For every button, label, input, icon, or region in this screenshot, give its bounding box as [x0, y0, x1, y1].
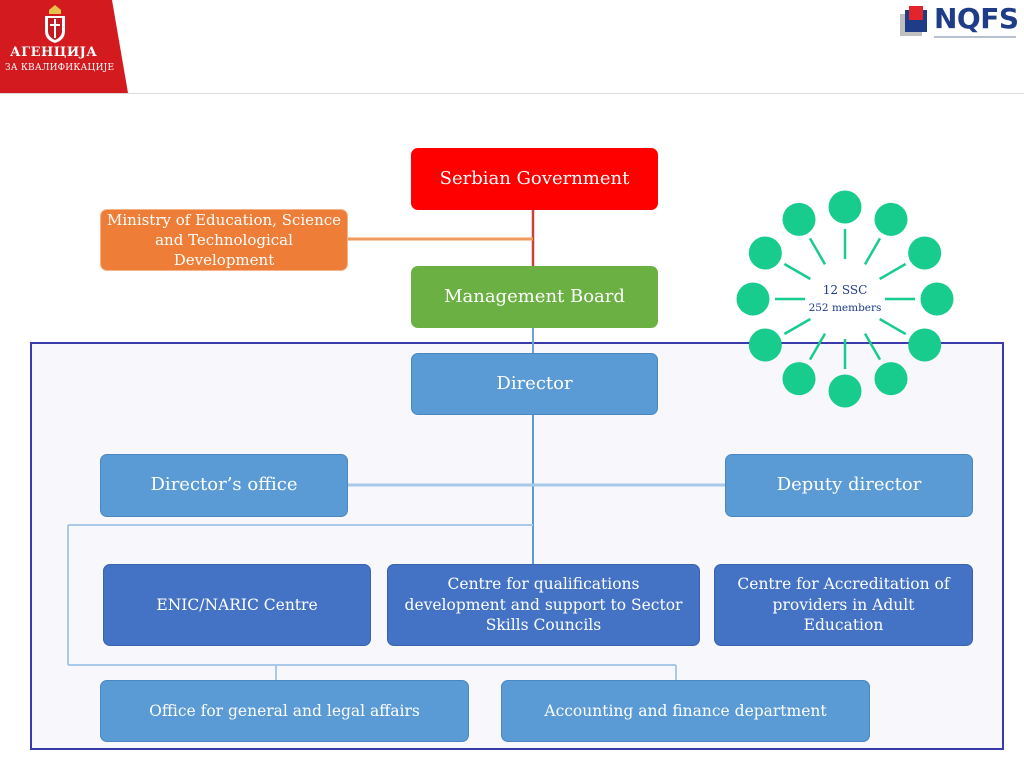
nqfs-logo[interactable]: NQFS — [898, 2, 1019, 44]
agency-subtitle: ЗА КВАЛИФИКАЦИЈЕ — [5, 63, 115, 73]
nqfs-mark-icon — [900, 6, 927, 36]
ssc-node — [828, 190, 862, 224]
qualifications-centre-box: Centre for qualifications development an… — [387, 564, 700, 646]
nqfs-tagline-line — [934, 36, 1016, 38]
management-board-box: Management Board — [411, 266, 658, 328]
header: АГЕНЦИЈА ЗА КВАЛИФИКАЦИЈЕ NQFS — [0, 0, 1024, 94]
ssc-node — [782, 362, 816, 396]
ssc-node — [782, 202, 816, 236]
ssc-node — [828, 374, 862, 408]
directors-office-box: Director’s office — [100, 454, 348, 517]
ssc-node — [874, 202, 908, 236]
ssc-node — [748, 328, 782, 362]
general-legal-office-box: Office for general and legal affairs — [100, 680, 469, 742]
ssc-spoke — [863, 333, 882, 361]
deputy-director-box: Deputy director — [725, 454, 973, 517]
ssc-spoke — [783, 317, 811, 336]
ssc-spoke — [863, 237, 882, 265]
ministry-box: Ministry of Education, Science and Techn… — [100, 209, 348, 271]
ssc-node — [874, 362, 908, 396]
ssc-spoke — [879, 262, 907, 281]
header-divider — [0, 93, 1024, 94]
serbian-government-box: Serbian Government — [411, 148, 658, 210]
ssc-spoke — [808, 333, 827, 361]
accounting-department-box: Accounting and finance department — [501, 680, 870, 742]
director-box: Director — [411, 353, 658, 415]
ssc-spoke — [879, 317, 907, 336]
agency-logo[interactable]: АГЕНЦИЈА ЗА КВАЛИФИКАЦИЈЕ — [0, 0, 128, 93]
ssc-spoke — [783, 262, 811, 281]
enic-naric-centre-box: ENIC/NARIC Centre — [103, 564, 371, 646]
ssc-members-label: 252 members — [808, 302, 882, 314]
sector-skills-councils-ring — [736, 190, 954, 408]
serbian-coat-of-arms-icon — [45, 5, 65, 43]
agency-title: АГЕНЦИЈА — [10, 45, 98, 60]
ssc-node — [908, 236, 942, 270]
nqfs-logo-text: NQFS — [934, 2, 1019, 35]
ssc-node — [920, 282, 954, 316]
ssc-spoke — [808, 237, 827, 265]
ssc-node — [908, 328, 942, 362]
accreditation-centre-box: Centre for Accreditation of providers in… — [714, 564, 973, 646]
ssc-node — [748, 236, 782, 270]
ssc-count-label: 12 SSC — [822, 283, 868, 297]
ssc-node — [736, 282, 770, 316]
